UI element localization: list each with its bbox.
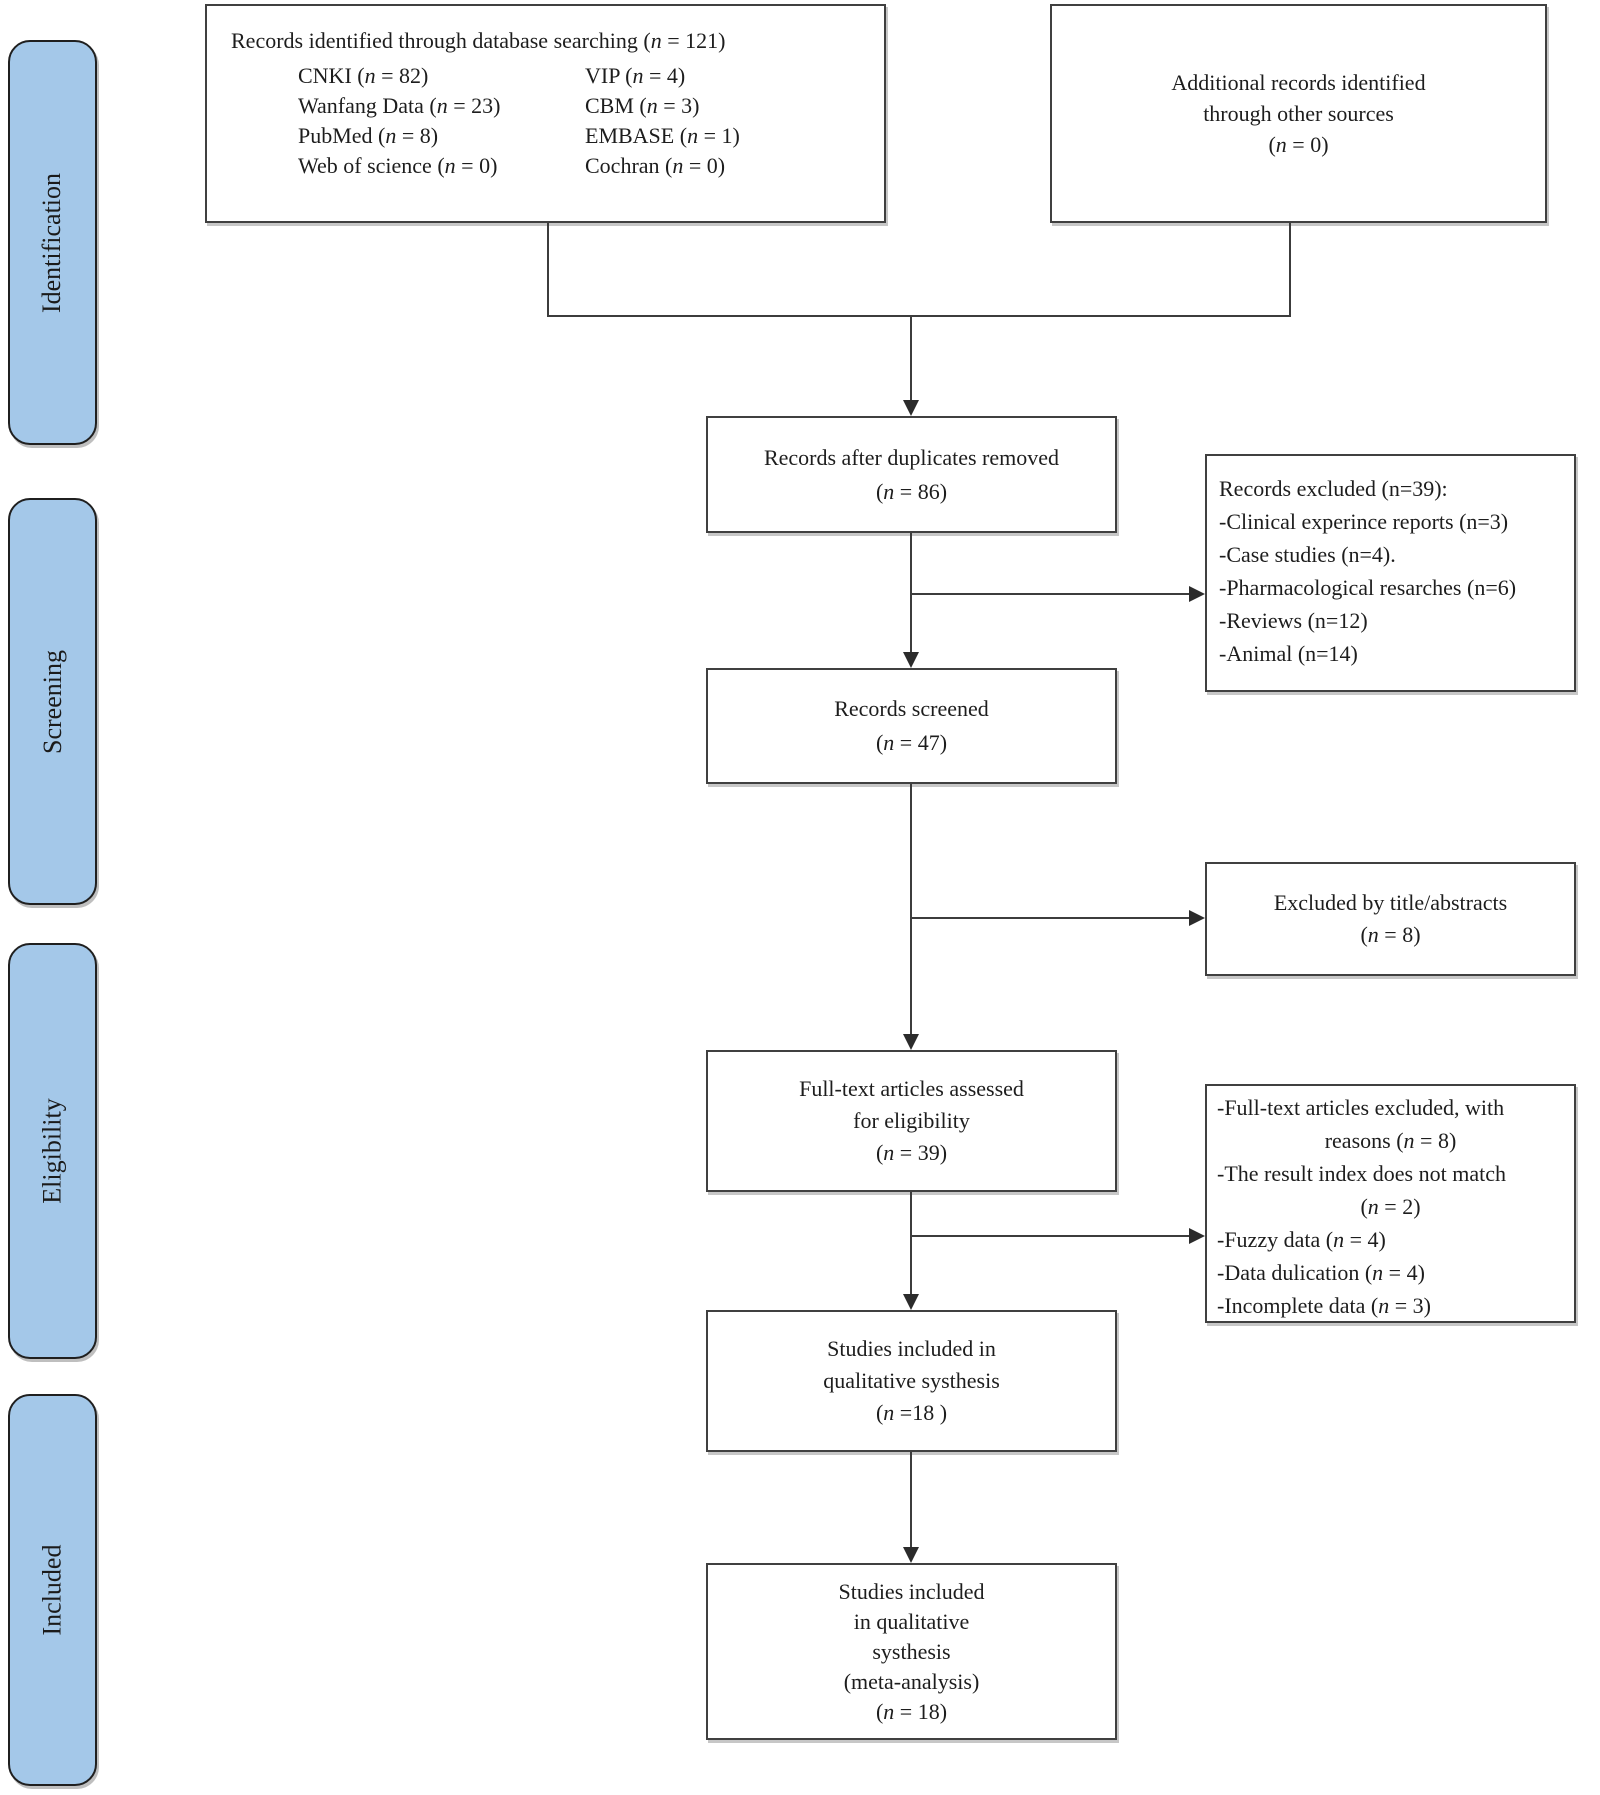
additional-records-line: through other sources bbox=[1203, 101, 1394, 126]
fulltext-excluded-line: -Incomplete data (n = 3) bbox=[1217, 1293, 1431, 1318]
qualitative-included-line: (n =18 ) bbox=[875, 1400, 948, 1425]
qualitative-included-line: Studies included in bbox=[827, 1336, 996, 1361]
stage-included-label: Included bbox=[37, 1544, 67, 1636]
fulltext-excluded-line: (n = 2) bbox=[1360, 1194, 1421, 1219]
source-item: CBM (n = 3) bbox=[585, 93, 700, 118]
arrow-down-icon bbox=[903, 400, 919, 416]
records-excluded-line: -Case studies (n=4). bbox=[1219, 542, 1396, 567]
fulltext-assessed-line: for eligibility bbox=[853, 1108, 970, 1133]
qualitative-included-box: Studies included in qualitative systhesi… bbox=[706, 1310, 1117, 1452]
arrow-right-icon bbox=[1189, 910, 1205, 926]
arrow-right-icon bbox=[1189, 586, 1205, 602]
fulltext-assessed-box: Full-text articles assessed for eligibil… bbox=[706, 1050, 1117, 1192]
fulltext-excluded-line: -Full-text articles excluded, with bbox=[1217, 1095, 1505, 1120]
arrow-down-icon bbox=[903, 652, 919, 668]
arrow-down-icon bbox=[903, 1294, 919, 1310]
stage-screening-label: Screening bbox=[37, 649, 67, 754]
stage-identification: Identification bbox=[8, 40, 97, 445]
meta-analysis-line: systhesis bbox=[872, 1638, 951, 1664]
records-screened-box: Records screened (n = 47) bbox=[706, 668, 1117, 784]
source-item: Cochran (n = 0) bbox=[585, 153, 726, 178]
arrow-down-icon bbox=[903, 1547, 919, 1563]
meta-analysis-line: Studies included bbox=[838, 1578, 985, 1604]
connector-line bbox=[1289, 223, 1291, 317]
duplicates-removed-line: Records after duplicates removed bbox=[763, 444, 1060, 470]
source-item: CNKI (n = 82) bbox=[298, 63, 429, 88]
duplicates-removed-line: (n = 86) bbox=[875, 478, 948, 504]
stage-included: Included bbox=[8, 1394, 97, 1786]
fulltext-excluded-line: -Data dulication (n = 4) bbox=[1217, 1260, 1425, 1285]
connector-line bbox=[910, 784, 912, 1036]
records-excluded-line: -Animal (n=14) bbox=[1219, 641, 1358, 666]
source-item: Web of science (n = 0) bbox=[298, 153, 498, 178]
fulltext-excluded-line: -The result index does not match bbox=[1217, 1161, 1506, 1186]
connector-line bbox=[911, 593, 1191, 595]
records-identified-title: Records identified through database sear… bbox=[231, 28, 726, 53]
records-excluded-line: -Reviews (n=12) bbox=[1219, 608, 1368, 633]
arrow-right-icon bbox=[1189, 1228, 1205, 1244]
title-abstract-excluded-box: Excluded by title/abstracts (n = 8) bbox=[1205, 862, 1576, 976]
connector-line bbox=[910, 317, 912, 402]
connector-line bbox=[911, 917, 1191, 919]
title-abstract-excluded-line: (n = 8) bbox=[1360, 922, 1421, 947]
meta-analysis-line: (meta-analysis) bbox=[843, 1668, 980, 1694]
fulltext-excluded-line: -Fuzzy data (n = 4) bbox=[1217, 1227, 1386, 1252]
stage-screening: Screening bbox=[8, 498, 97, 905]
additional-records-box: Additional records identified through ot… bbox=[1050, 4, 1547, 223]
fulltext-excluded-line: reasons (n = 8) bbox=[1324, 1128, 1457, 1153]
connector-line bbox=[547, 223, 549, 317]
source-item: PubMed (n = 8) bbox=[298, 123, 439, 148]
records-excluded-box: Records excluded (n=39): -Clinical exper… bbox=[1205, 454, 1576, 692]
arrow-down-icon bbox=[903, 1034, 919, 1050]
stage-identification-label: Identification bbox=[37, 172, 67, 313]
source-item: Wanfang Data (n = 23) bbox=[298, 93, 501, 118]
records-screened-line: Records screened bbox=[834, 696, 989, 721]
records-excluded-line: -Pharmacological resarches (n=6) bbox=[1219, 575, 1517, 600]
database-source-list: CNKI (n = 82) VIP (n = 4) Wanfang Data (… bbox=[298, 61, 878, 181]
additional-records-line: Additional records identified bbox=[1171, 70, 1426, 95]
fulltext-assessed-line: (n = 39) bbox=[875, 1140, 948, 1165]
source-item: VIP (n = 4) bbox=[585, 63, 686, 88]
fulltext-excluded-box: -Full-text articles excluded, with reaso… bbox=[1205, 1084, 1576, 1323]
records-excluded-line: Records excluded (n=39): bbox=[1219, 476, 1448, 501]
qualitative-included-line: qualitative systhesis bbox=[823, 1368, 1000, 1393]
connector-line bbox=[910, 1192, 912, 1296]
meta-analysis-line: (n = 18) bbox=[875, 1698, 948, 1724]
records-excluded-line: -Clinical experince reports (n=3) bbox=[1219, 509, 1509, 534]
connector-line bbox=[910, 1452, 912, 1549]
title-abstract-excluded-line: Excluded by title/abstracts bbox=[1273, 890, 1508, 915]
stage-eligibility: Eligibility bbox=[8, 943, 97, 1359]
additional-records-line: (n = 0) bbox=[1268, 132, 1329, 157]
stage-eligibility-label: Eligibility bbox=[37, 1098, 67, 1204]
records-identified-box: Records identified through database sear… bbox=[205, 4, 886, 223]
meta-analysis-line: in qualitative bbox=[853, 1608, 970, 1634]
duplicates-removed-box: Records after duplicates removed (n = 86… bbox=[706, 416, 1117, 533]
connector-line bbox=[911, 1235, 1191, 1237]
meta-analysis-included-box: Studies included in qualitative systhesi… bbox=[706, 1563, 1117, 1740]
fulltext-assessed-line: Full-text articles assessed bbox=[799, 1076, 1024, 1101]
records-screened-line: (n = 47) bbox=[875, 730, 948, 755]
source-item: EMBASE (n = 1) bbox=[585, 123, 740, 148]
connector-line bbox=[547, 315, 1291, 317]
